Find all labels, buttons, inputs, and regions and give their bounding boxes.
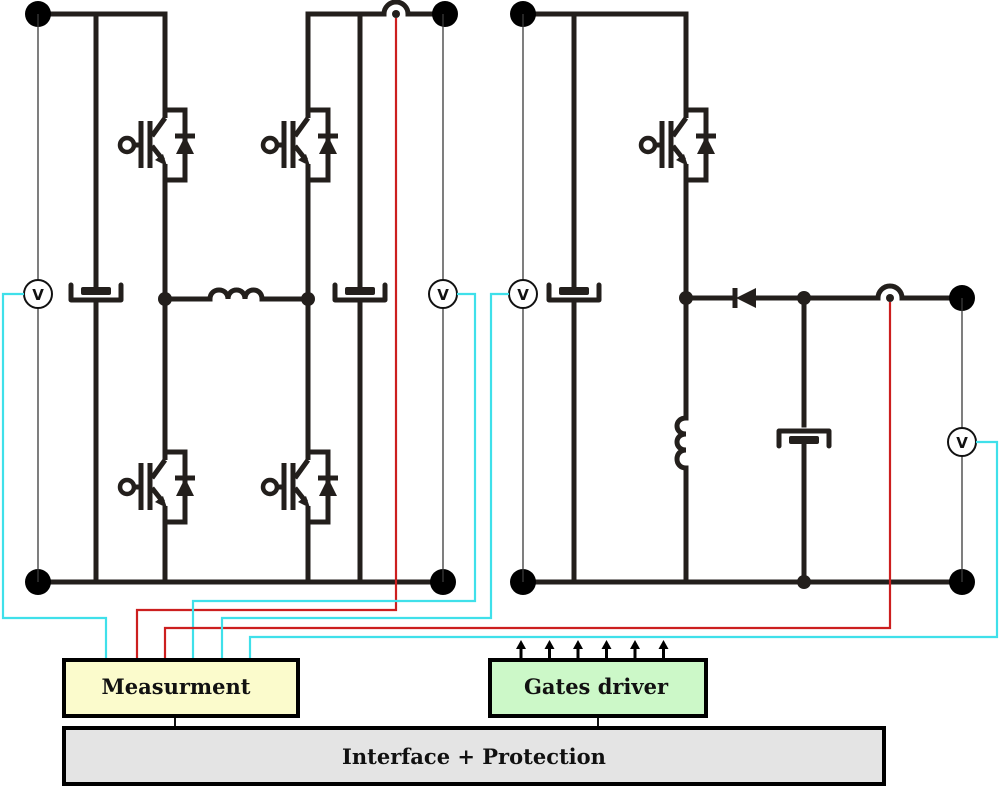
igbt-top-left (120, 88, 195, 198)
gate-signal-arrow (658, 640, 669, 658)
current-sensor (886, 294, 894, 302)
boost-converter: V V (508, 1, 977, 595)
igbt-top-right (263, 88, 338, 198)
inductor-vertical (674, 415, 689, 471)
current-sense-wire (135, 18, 398, 660)
wire-hop (875, 283, 905, 301)
full-bridge-converter: V V (23, 0, 458, 595)
capacitor-boost-input (549, 285, 599, 300)
capacitor-boost-output (779, 431, 829, 446)
svg-text:V: V (517, 286, 529, 304)
voltmeter-boost-input: V (508, 279, 538, 309)
gates-driver-block[interactable]: Gates driver (488, 658, 708, 718)
igbt-bottom-left (120, 430, 195, 540)
capacitor-right-output (335, 285, 385, 300)
voltmeter-boost-output: V (947, 427, 977, 457)
terminal (432, 1, 458, 27)
top-rail-right (520, 11, 689, 91)
interface-protection-label: Interface + Protection (342, 744, 606, 769)
voltage-sense-wire (220, 292, 509, 660)
svg-text:V: V (32, 286, 44, 304)
gate-signal-arrows (516, 640, 669, 658)
current-sensor (392, 10, 400, 18)
gate-signal-arrow (516, 640, 526, 658)
gate-signal-arrow (544, 640, 555, 658)
interface-protection-block[interactable]: Interface + Protection (62, 726, 886, 786)
svg-text:V: V (437, 286, 449, 304)
svg-text:V: V (956, 434, 968, 452)
igbt-boost-switch (641, 88, 716, 198)
capacitor-left-input (71, 285, 121, 300)
voltmeter-left-input: V (23, 279, 53, 309)
current-sense-wire (163, 302, 892, 660)
measurement-label: Measurment (102, 674, 251, 699)
gate-signal-arrow (630, 640, 640, 658)
sense-wiring (1, 18, 999, 660)
gates-driver-label: Gates driver (524, 674, 669, 699)
wire-hop (381, 0, 411, 17)
junction-node (797, 575, 811, 589)
voltage-sense-wire (1, 292, 108, 660)
diode (732, 288, 756, 308)
gate-signal-arrow (573, 640, 583, 658)
voltage-sense-wire (191, 292, 477, 660)
voltmeter-left-output: V (428, 279, 458, 309)
inductor-horizontal (207, 287, 265, 302)
voltage-sense-wire (248, 440, 999, 660)
measurement-block[interactable]: Measurment (62, 658, 300, 718)
gate-signal-arrow (601, 640, 612, 658)
igbt-bottom-right (263, 430, 338, 540)
